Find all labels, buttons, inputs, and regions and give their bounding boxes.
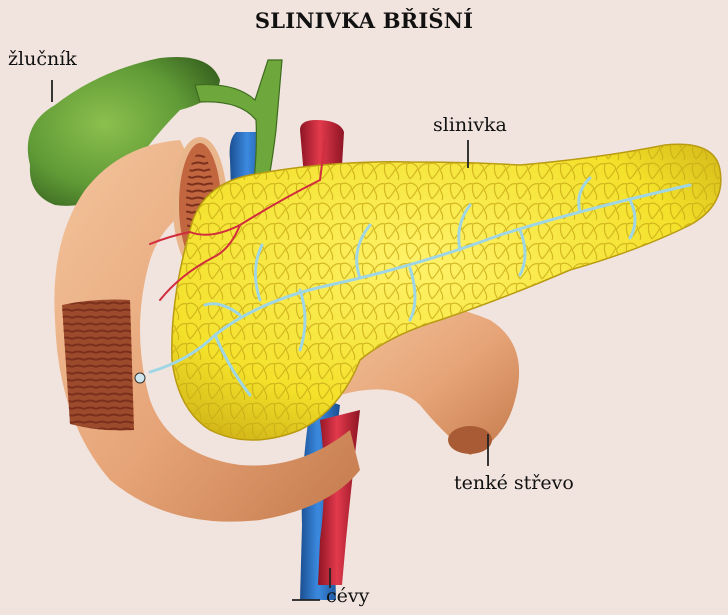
label-vessels: cévy [326,585,369,607]
page-title: SLINIVKA BŘIŠNÍ [0,8,728,33]
label-pancreas: slinivka [433,114,507,136]
small-intestine-opening [448,426,492,454]
label-gallbladder: žlučník [8,48,77,70]
duodenum-muscle-folds [62,300,134,431]
label-small-intestine: tenké střevo [454,472,574,494]
papilla [135,373,145,383]
